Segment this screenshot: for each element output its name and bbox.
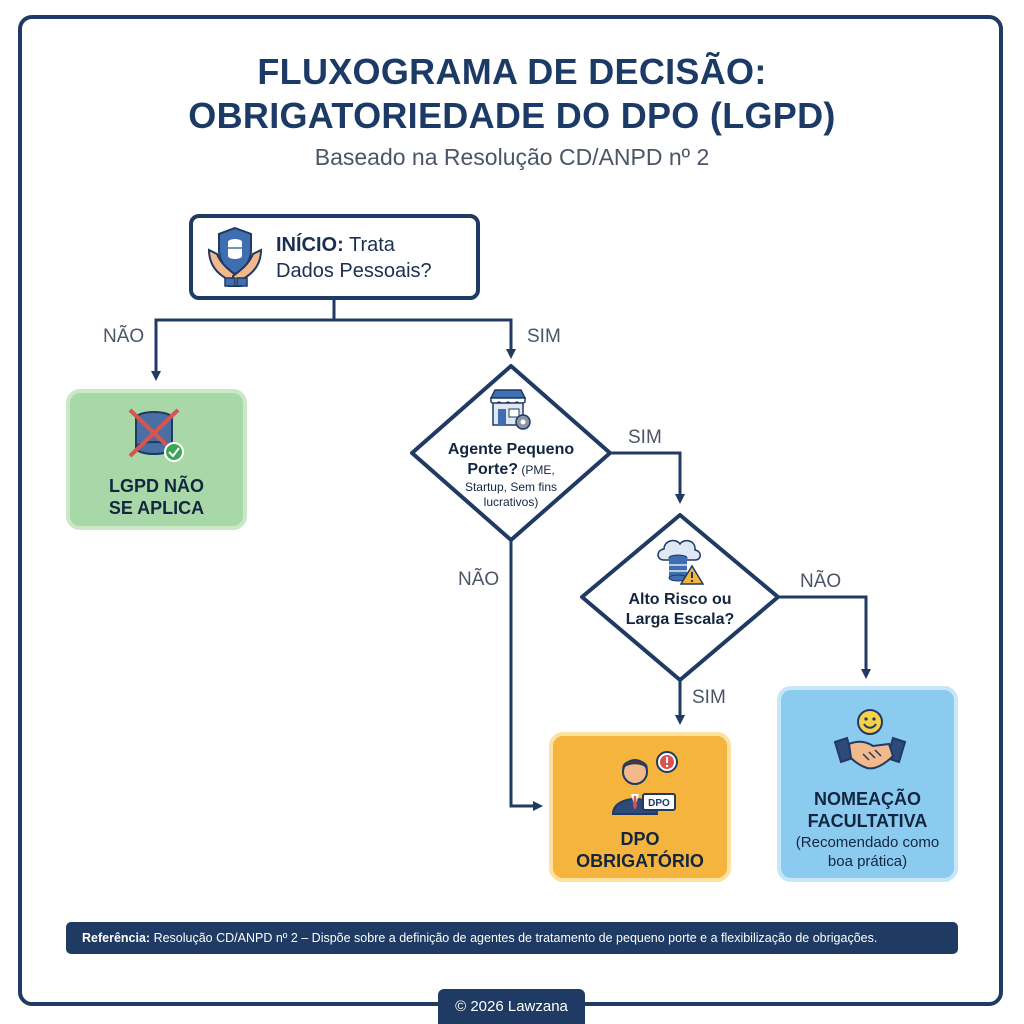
arrow-start-to-not-applicable	[151, 300, 336, 381]
reference-bar: Referência: Resolução CD/ANPD nº 2 – Dis…	[66, 922, 958, 954]
result-mandatory-line1: DPO	[620, 829, 660, 849]
edge-label-risk-no: NÃO	[800, 571, 842, 592]
page-title-line2: OBRIGATORIEDADE DO DPO (LGPD)	[188, 95, 836, 136]
result-optional-line1: NOMEAÇÃO	[814, 789, 921, 809]
decision-risk-label: Alto Risco ou Larga Escala?	[600, 590, 760, 630]
edge-label-start-yes: SIM	[527, 326, 561, 347]
footer-copyright: © 2026 Lawzana	[438, 989, 585, 1024]
decision-risk-shape	[580, 513, 780, 682]
decision-small-line1: Agente Pequeno	[447, 441, 575, 458]
edge-label-small-yes: SIM	[628, 427, 662, 448]
reference-label: Referência:	[82, 931, 151, 945]
decision-risk-line1: Alto Risco ou	[628, 591, 732, 608]
start-label-bold: INÍCIO:	[276, 234, 344, 256]
edge-label-start-no: NÃO	[103, 326, 145, 347]
result-not-applicable-line1: LGPD NÃO	[108, 476, 204, 496]
decision-small-line2-small: (PME,	[518, 463, 555, 477]
result-mandatory-line2: OBRIGATÓRIO	[576, 851, 704, 871]
decision-small-line2: Porte?	[467, 461, 518, 478]
result-not-applicable: LGPD NÃO SE APLICA	[66, 389, 247, 530]
result-mandatory: DPO DPO OBRIGATÓRIO	[549, 732, 731, 882]
result-optional-line3: (Recomendado como	[795, 834, 940, 851]
decision-small-line3: Startup, Sem fins	[464, 480, 558, 494]
result-optional-line4: boa prática)	[827, 853, 908, 870]
arrow-small-agent-no	[509, 540, 543, 811]
decision-small-line4: lucrativos)	[483, 495, 539, 509]
dpo-person-icon: DPO	[611, 751, 678, 815]
decision-small-agent-label: Agente Pequeno Porte? (PME, Startup, Sem…	[425, 440, 597, 510]
edge-label-risk-yes: SIM	[692, 687, 726, 708]
arrow-risk-no	[778, 595, 871, 679]
reference-text: Resolução CD/ANPD nº 2 – Dispõe sobre a …	[150, 931, 878, 945]
page-subtitle: Baseado na Resolução CD/ANPD nº 2	[314, 144, 710, 170]
dpo-badge-text: DPO	[648, 798, 670, 809]
start-label-line2: Dados Pessoais?	[276, 260, 432, 282]
arrow-start-to-small-agent	[334, 318, 516, 359]
decision-small-agent-shape	[410, 364, 612, 542]
database-crossed-icon	[128, 408, 184, 462]
decision-risk-line2: Larga Escala?	[625, 611, 735, 628]
result-not-applicable-line2: SE APLICA	[108, 498, 205, 518]
result-optional: NOMEAÇÃO FACULTATIVA (Recomendado como b…	[777, 686, 958, 882]
result-optional-line2: FACULTATIVA	[807, 811, 928, 831]
start-label: INÍCIO: Trata Dados Pessoais?	[276, 232, 476, 284]
edge-label-small-no: NÃO	[458, 569, 500, 590]
handshake-smile-icon	[833, 709, 907, 770]
page-title-line1: FLUXOGRAMA DE DECISÃO:	[257, 51, 767, 92]
arrow-small-agent-yes	[610, 451, 685, 504]
start-label-line1: Trata	[343, 234, 395, 256]
